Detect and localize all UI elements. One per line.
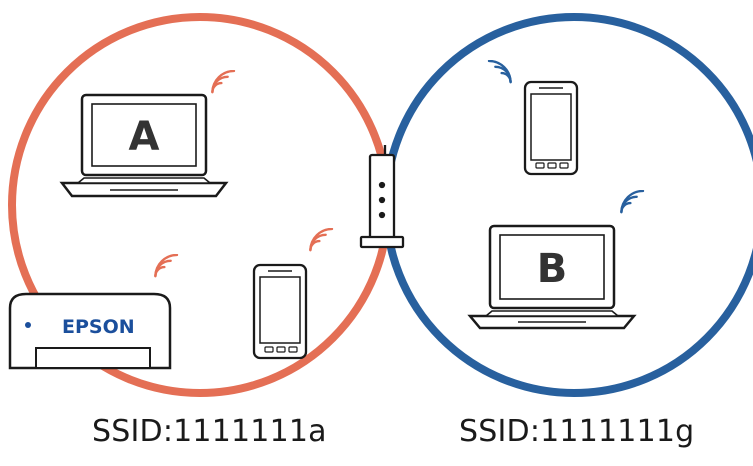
wifi-signal-icon-printer xyxy=(154,254,179,278)
wifi-signal-icon-laptop-b xyxy=(620,190,645,214)
wifi-signal-icon-laptop-a xyxy=(211,70,236,94)
laptop-b-letter: B xyxy=(537,246,568,292)
wifi-signal-icon-phone-right xyxy=(487,60,512,84)
laptop-a-icon: A xyxy=(59,93,229,198)
laptop-b-icon: B xyxy=(467,224,637,330)
smartphone-icon-right xyxy=(523,80,579,176)
ssid-label-right: SSID:1111111g xyxy=(459,414,695,449)
ssid-label-left: SSID:1111111a xyxy=(92,414,327,449)
laptop-a-letter: A xyxy=(129,114,160,160)
network-right-circle xyxy=(382,13,753,397)
wifi-signal-icon-phone-left xyxy=(309,228,334,252)
printer-icon: EPSON xyxy=(8,292,172,370)
smartphone-icon-left xyxy=(252,263,308,360)
router-icon xyxy=(359,145,405,249)
printer-brand: EPSON xyxy=(62,316,135,338)
